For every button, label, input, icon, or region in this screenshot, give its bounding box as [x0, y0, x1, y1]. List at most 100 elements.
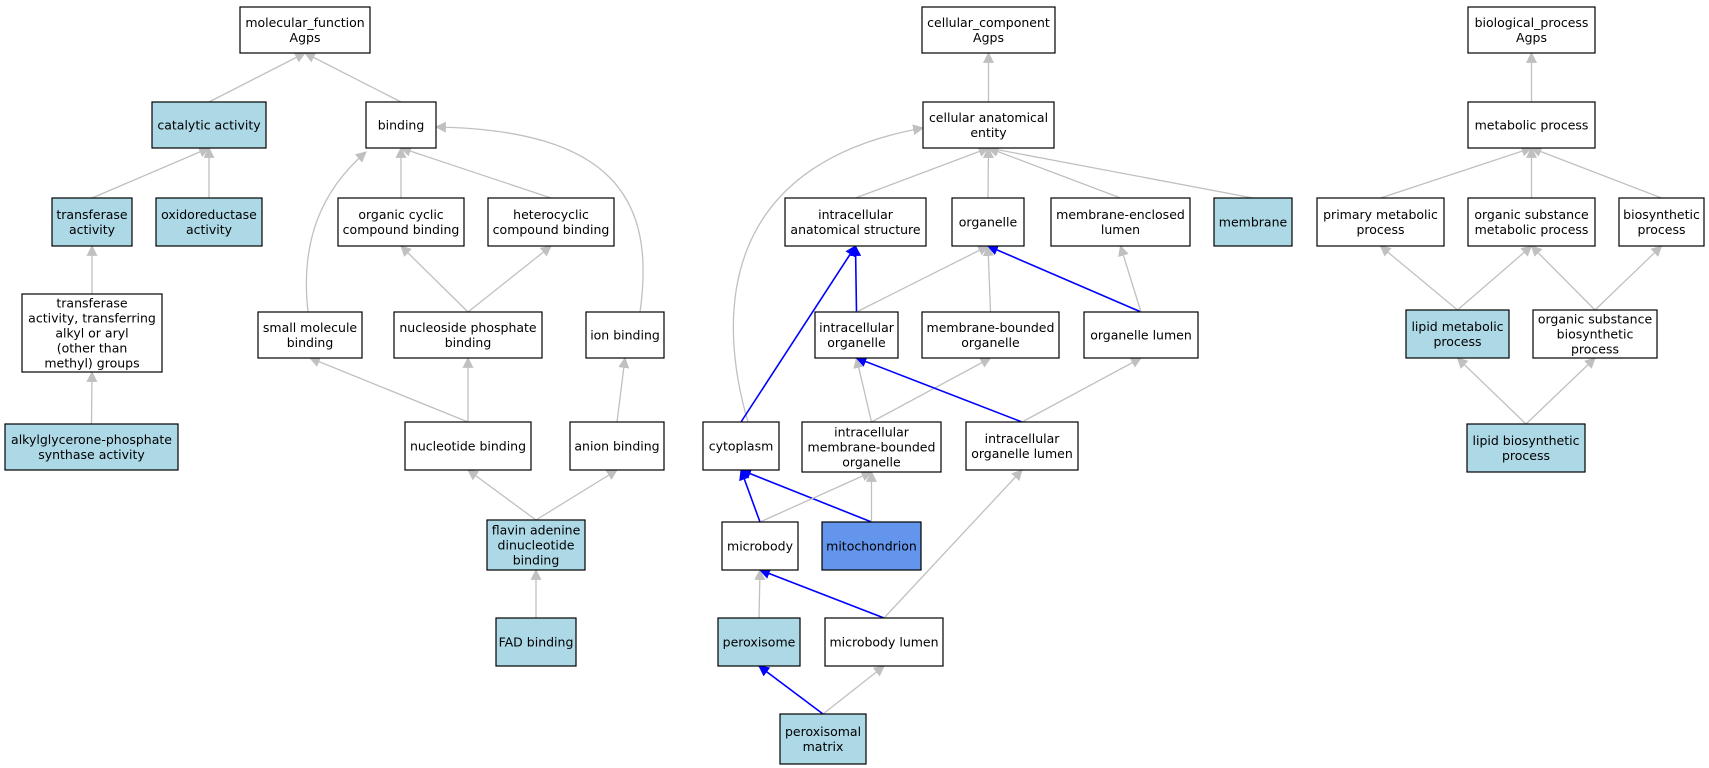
node-label: process: [1433, 334, 1481, 349]
node-box: [702, 421, 780, 471]
edge-mitochondrion-to-cytoplasm: [739, 468, 872, 523]
node-metabolic[interactable]: metabolic process: [1467, 101, 1596, 149]
node-label: organelle: [959, 215, 1018, 230]
node-label: dinucleotide: [498, 538, 575, 553]
edge-alkylglycerone-to-transferase_alkyl: [86, 370, 98, 425]
edge-nucleoside_phosphate-to-organic_cyclic: [400, 245, 469, 313]
edge-heterocyclic-to-binding: [399, 145, 552, 199]
node-label: catalytic activity: [157, 118, 261, 133]
node-box: [951, 197, 1025, 247]
node-label: microbody lumen: [829, 635, 938, 650]
edge-flavin-to-anion_binding: [535, 469, 618, 521]
node-label: activity, transferring: [28, 311, 156, 326]
edge-nucleoside_phosphate-to-heterocyclic: [467, 245, 552, 313]
edge-transferase-to-catalytic: [91, 146, 211, 199]
node-label: intracellular: [985, 431, 1061, 446]
node-binding[interactable]: binding: [365, 101, 437, 149]
node-label: Agps: [973, 30, 1004, 45]
node-box: [1213, 197, 1293, 247]
edge-ion_binding-to-binding: [434, 121, 644, 313]
node-label: ion binding: [590, 328, 660, 343]
node-mbl[interactable]: microbody lumen: [824, 617, 944, 667]
node-box: [1532, 309, 1658, 359]
node-peroxisome[interactable]: peroxisome: [717, 617, 801, 667]
node-label: flavin adenine: [492, 523, 581, 538]
node-label: process: [1571, 342, 1619, 357]
node-label: peroxisome: [723, 635, 796, 650]
node-ion-binding[interactable]: ion binding: [585, 311, 665, 359]
edge-membrane-to-cae: [987, 144, 1254, 199]
node-box: [922, 101, 1055, 149]
node-catalytic[interactable]: catalytic activity: [151, 101, 267, 149]
node-label: heterocyclic: [513, 207, 589, 222]
edge-osbp-to-biosynthetic: [1594, 245, 1663, 311]
node-label: peroxisomal: [785, 724, 861, 739]
node-label: cellular anatomical: [929, 110, 1048, 125]
node-label: primary metabolic: [1323, 207, 1438, 222]
node-nucleotide-binding[interactable]: nucleotide binding: [404, 421, 532, 471]
node-label: binding: [513, 553, 560, 568]
edge-io-to-organelle: [856, 245, 989, 313]
node-organelle[interactable]: organelle: [951, 197, 1025, 247]
node-box: [365, 101, 437, 149]
node-cytoplasm[interactable]: cytoplasm: [702, 421, 780, 471]
node-ol[interactable]: organelle lumen: [1083, 311, 1199, 359]
node-label: organelle lumen: [971, 446, 1073, 461]
edge-lipid_metabolic-to-osmp: [1457, 245, 1533, 311]
node-microbody[interactable]: microbody: [721, 521, 799, 571]
node-box: [814, 311, 899, 359]
node-label: methyl) groups: [44, 356, 139, 371]
edge-io-to-ias: [850, 244, 862, 313]
node-label: lumen: [1101, 222, 1140, 237]
node-label: matrix: [803, 739, 844, 754]
node-label: binding: [445, 335, 492, 350]
node-label: mitochondrion: [826, 539, 917, 554]
node-fad[interactable]: FAD binding: [495, 617, 577, 667]
node-label: cellular_component: [927, 15, 1050, 30]
node-box: [821, 521, 922, 571]
node-box: [921, 6, 1056, 54]
node-label: organelle lumen: [1090, 328, 1192, 343]
node-label: (other than: [57, 341, 128, 356]
edge-peroxisome-to-microbody: [754, 568, 766, 619]
node-membrane[interactable]: membrane: [1213, 197, 1293, 247]
node-box: [393, 311, 543, 359]
node-box: [495, 617, 577, 667]
node-mitochondrion[interactable]: mitochondrion: [821, 521, 922, 571]
edge-microbody-to-imbo: [759, 471, 873, 523]
edge-imbo-to-mbo: [871, 357, 992, 423]
node-box: [721, 521, 799, 571]
edge-iol-to-ol: [1021, 357, 1142, 423]
edge-cytoplasm-to-ias: [740, 245, 857, 423]
node-anion-binding[interactable]: anion binding: [569, 421, 665, 471]
node-label: organic substance: [1474, 207, 1589, 222]
edge-lipid_biosynthetic-to-lipid_metabolic: [1456, 357, 1527, 425]
